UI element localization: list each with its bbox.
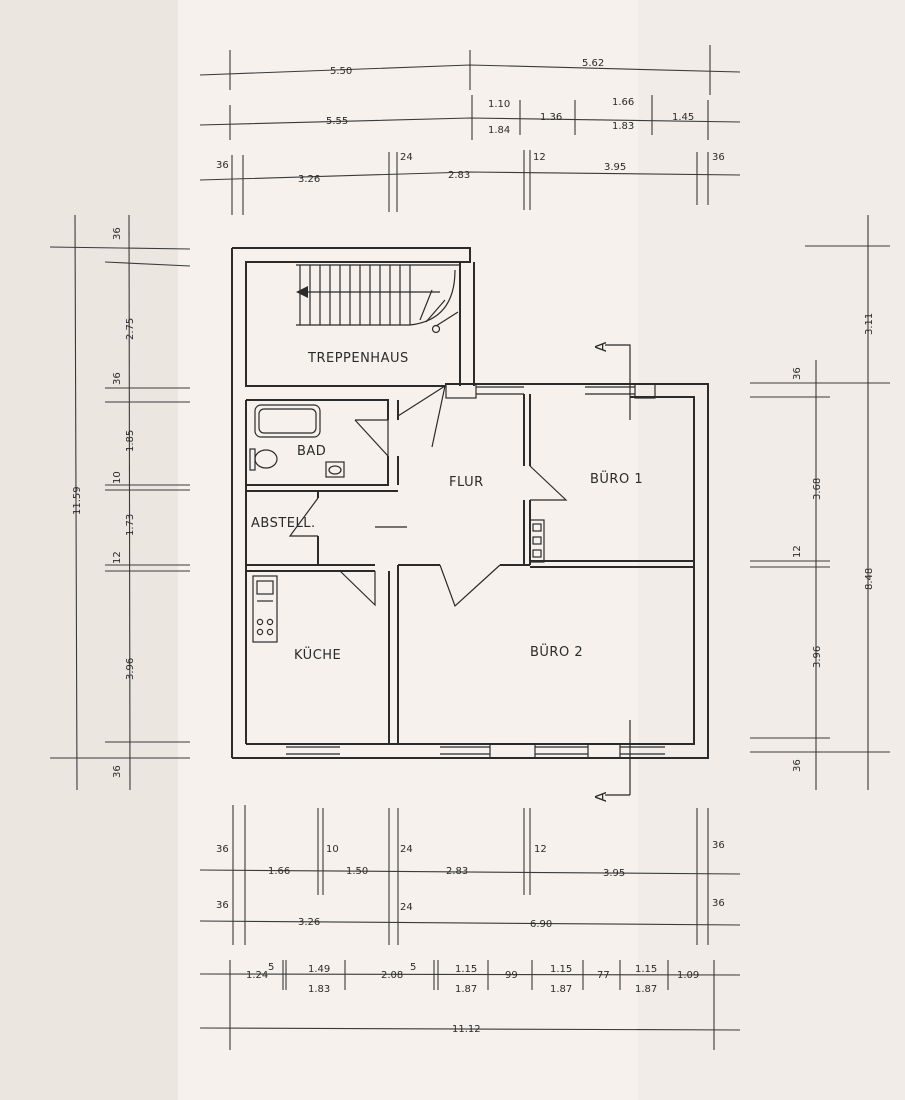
dim-bot-5b: 5: [410, 962, 416, 973]
dim-bot-6-90: 6.90: [530, 919, 552, 930]
dim-bot-1-49: 1.49: [308, 964, 330, 975]
right-dimension-chains: 3.11 8.48 36 3.68 12 3.96 36: [750, 215, 890, 790]
dim-left-1-73: 1.73: [125, 514, 136, 536]
dim-bot-36a: 36: [216, 844, 229, 855]
dim-right-8-48: 8.48: [864, 568, 875, 590]
dim-left-36a: 36: [112, 227, 123, 240]
dim-bot-2-83: 2.83: [446, 866, 468, 877]
dim-right-36b: 36: [792, 759, 803, 772]
dim-top-5-62: 5.62: [582, 58, 604, 69]
dim-top-3-95: 3.95: [604, 162, 626, 173]
dim-left-11-59: 11.59: [72, 486, 83, 515]
room-labels: TREPPENHAUS BAD FLUR BÜRO 1 ABSTELL. KÜC…: [251, 351, 643, 663]
paper-fold-left: [0, 0, 178, 1100]
dim-bot-1-87a: 1.87: [455, 984, 477, 995]
dim-right-36a: 36: [792, 367, 803, 380]
dim-left-10: 10: [112, 471, 123, 484]
floor-plan-walls: [231, 247, 709, 759]
dim-left-3-96: 3.96: [125, 658, 136, 680]
dim-bot-12: 12: [534, 844, 547, 855]
dim-bot-1-24: 1.24: [246, 970, 268, 981]
dim-top-1-66: 1.66: [612, 97, 634, 108]
dim-bot-1-50: 1.50: [346, 866, 368, 877]
dim-bot-24b: 24: [400, 902, 413, 913]
dim-bot-11-12: 11.12: [452, 1024, 481, 1035]
dim-top-1-10: 1.10: [488, 99, 510, 110]
dim-top-1-83: 1.83: [612, 121, 634, 132]
toilet-icon: [254, 449, 278, 469]
room-label-treppenhaus: TREPPENHAUS: [307, 351, 409, 366]
room-label-buero1: BÜRO 1: [590, 470, 643, 487]
section-line-a: A A: [592, 341, 631, 802]
dim-bot-1-15c: 1.15: [635, 964, 657, 975]
dim-top-12: 12: [533, 152, 546, 163]
dim-bot-1-15b: 1.15: [550, 964, 572, 975]
bottom-dimension-chains: 36 1.66 10 1.50 24 2.83 12 3.95 36 36 3.…: [199, 805, 741, 1050]
dim-top-1-36: 1.36: [540, 112, 562, 123]
dim-left-36b: 36: [112, 372, 123, 385]
bathroom-fixtures: [249, 404, 345, 478]
dim-bot-1-87c: 1.87: [635, 984, 657, 995]
sink-icon: [325, 461, 345, 478]
dim-bot-10: 10: [326, 844, 339, 855]
dim-top-36b: 36: [712, 152, 725, 163]
dim-bot-77: 77: [597, 970, 610, 981]
dim-right-3-96: 3.96: [812, 646, 823, 668]
dim-bot-3-26: 3.26: [298, 917, 320, 928]
room-label-flur: FLUR: [449, 475, 484, 490]
top-dimension-chains: 5.50 5.62 5.55 1.10 1.84 1.36 1.66 1.83 …: [199, 45, 741, 215]
dim-bot-5a: 5: [268, 962, 274, 973]
dim-bot-36b: 36: [712, 840, 725, 851]
dim-right-3-68: 3.68: [812, 478, 823, 500]
paper-fold-right: [638, 0, 905, 1100]
dim-bot-1-87b: 1.87: [550, 984, 572, 995]
paper-fold-middle: [178, 0, 638, 1100]
dim-top-36a: 36: [216, 160, 229, 171]
section-marker-top: A: [592, 341, 610, 352]
staircase: [296, 264, 460, 334]
dim-bot-99: 99: [505, 970, 518, 981]
dim-right-12: 12: [792, 545, 803, 558]
room-label-buero2: BÜRO 2: [530, 643, 583, 660]
stove-icon: [252, 575, 278, 643]
dim-top-3-26: 3.26: [298, 174, 320, 185]
room-label-kueche: KÜCHE: [294, 646, 341, 663]
chimney-flues: [529, 519, 545, 563]
dim-bot-36c: 36: [216, 900, 229, 911]
bathtub-icon: [254, 404, 321, 438]
room-label-abstell: ABSTELL.: [251, 516, 316, 531]
dim-left-2-75: 2.75: [125, 318, 136, 340]
room-label-bad: BAD: [297, 444, 326, 459]
dim-top-1-45: 1.45: [672, 112, 694, 123]
dim-bot-1-66: 1.66: [268, 866, 290, 877]
section-marker-bottom: A: [592, 791, 610, 802]
dim-bot-36d: 36: [712, 898, 725, 909]
dim-top-5-55: 5.55: [326, 116, 348, 127]
door-swings: [288, 384, 568, 608]
dim-bot-1-83: 1.83: [308, 984, 330, 995]
dim-top-24: 24: [400, 152, 413, 163]
left-dimension-chains: 11.59 36 2.75 36 1.85 10 1.73 12 3.96 36: [49, 214, 191, 791]
dim-bot-24a: 24: [400, 844, 413, 855]
dim-left-1-85: 1.85: [125, 430, 136, 452]
dim-bot-2-08: 2.08: [381, 970, 403, 981]
dim-top-2-83: 2.83: [448, 170, 470, 181]
dim-left-12: 12: [112, 551, 123, 564]
dim-bot-1-09: 1.09: [677, 970, 699, 981]
kitchen-fixtures: [252, 575, 278, 643]
dim-top-5-50: 5.50: [330, 66, 352, 77]
dim-left-36c: 36: [112, 765, 123, 778]
dim-bot-1-15a: 1.15: [455, 964, 477, 975]
dim-right-3-11: 3.11: [864, 313, 875, 335]
dim-top-1-84: 1.84: [488, 125, 510, 136]
dim-bot-3-95: 3.95: [603, 868, 625, 879]
